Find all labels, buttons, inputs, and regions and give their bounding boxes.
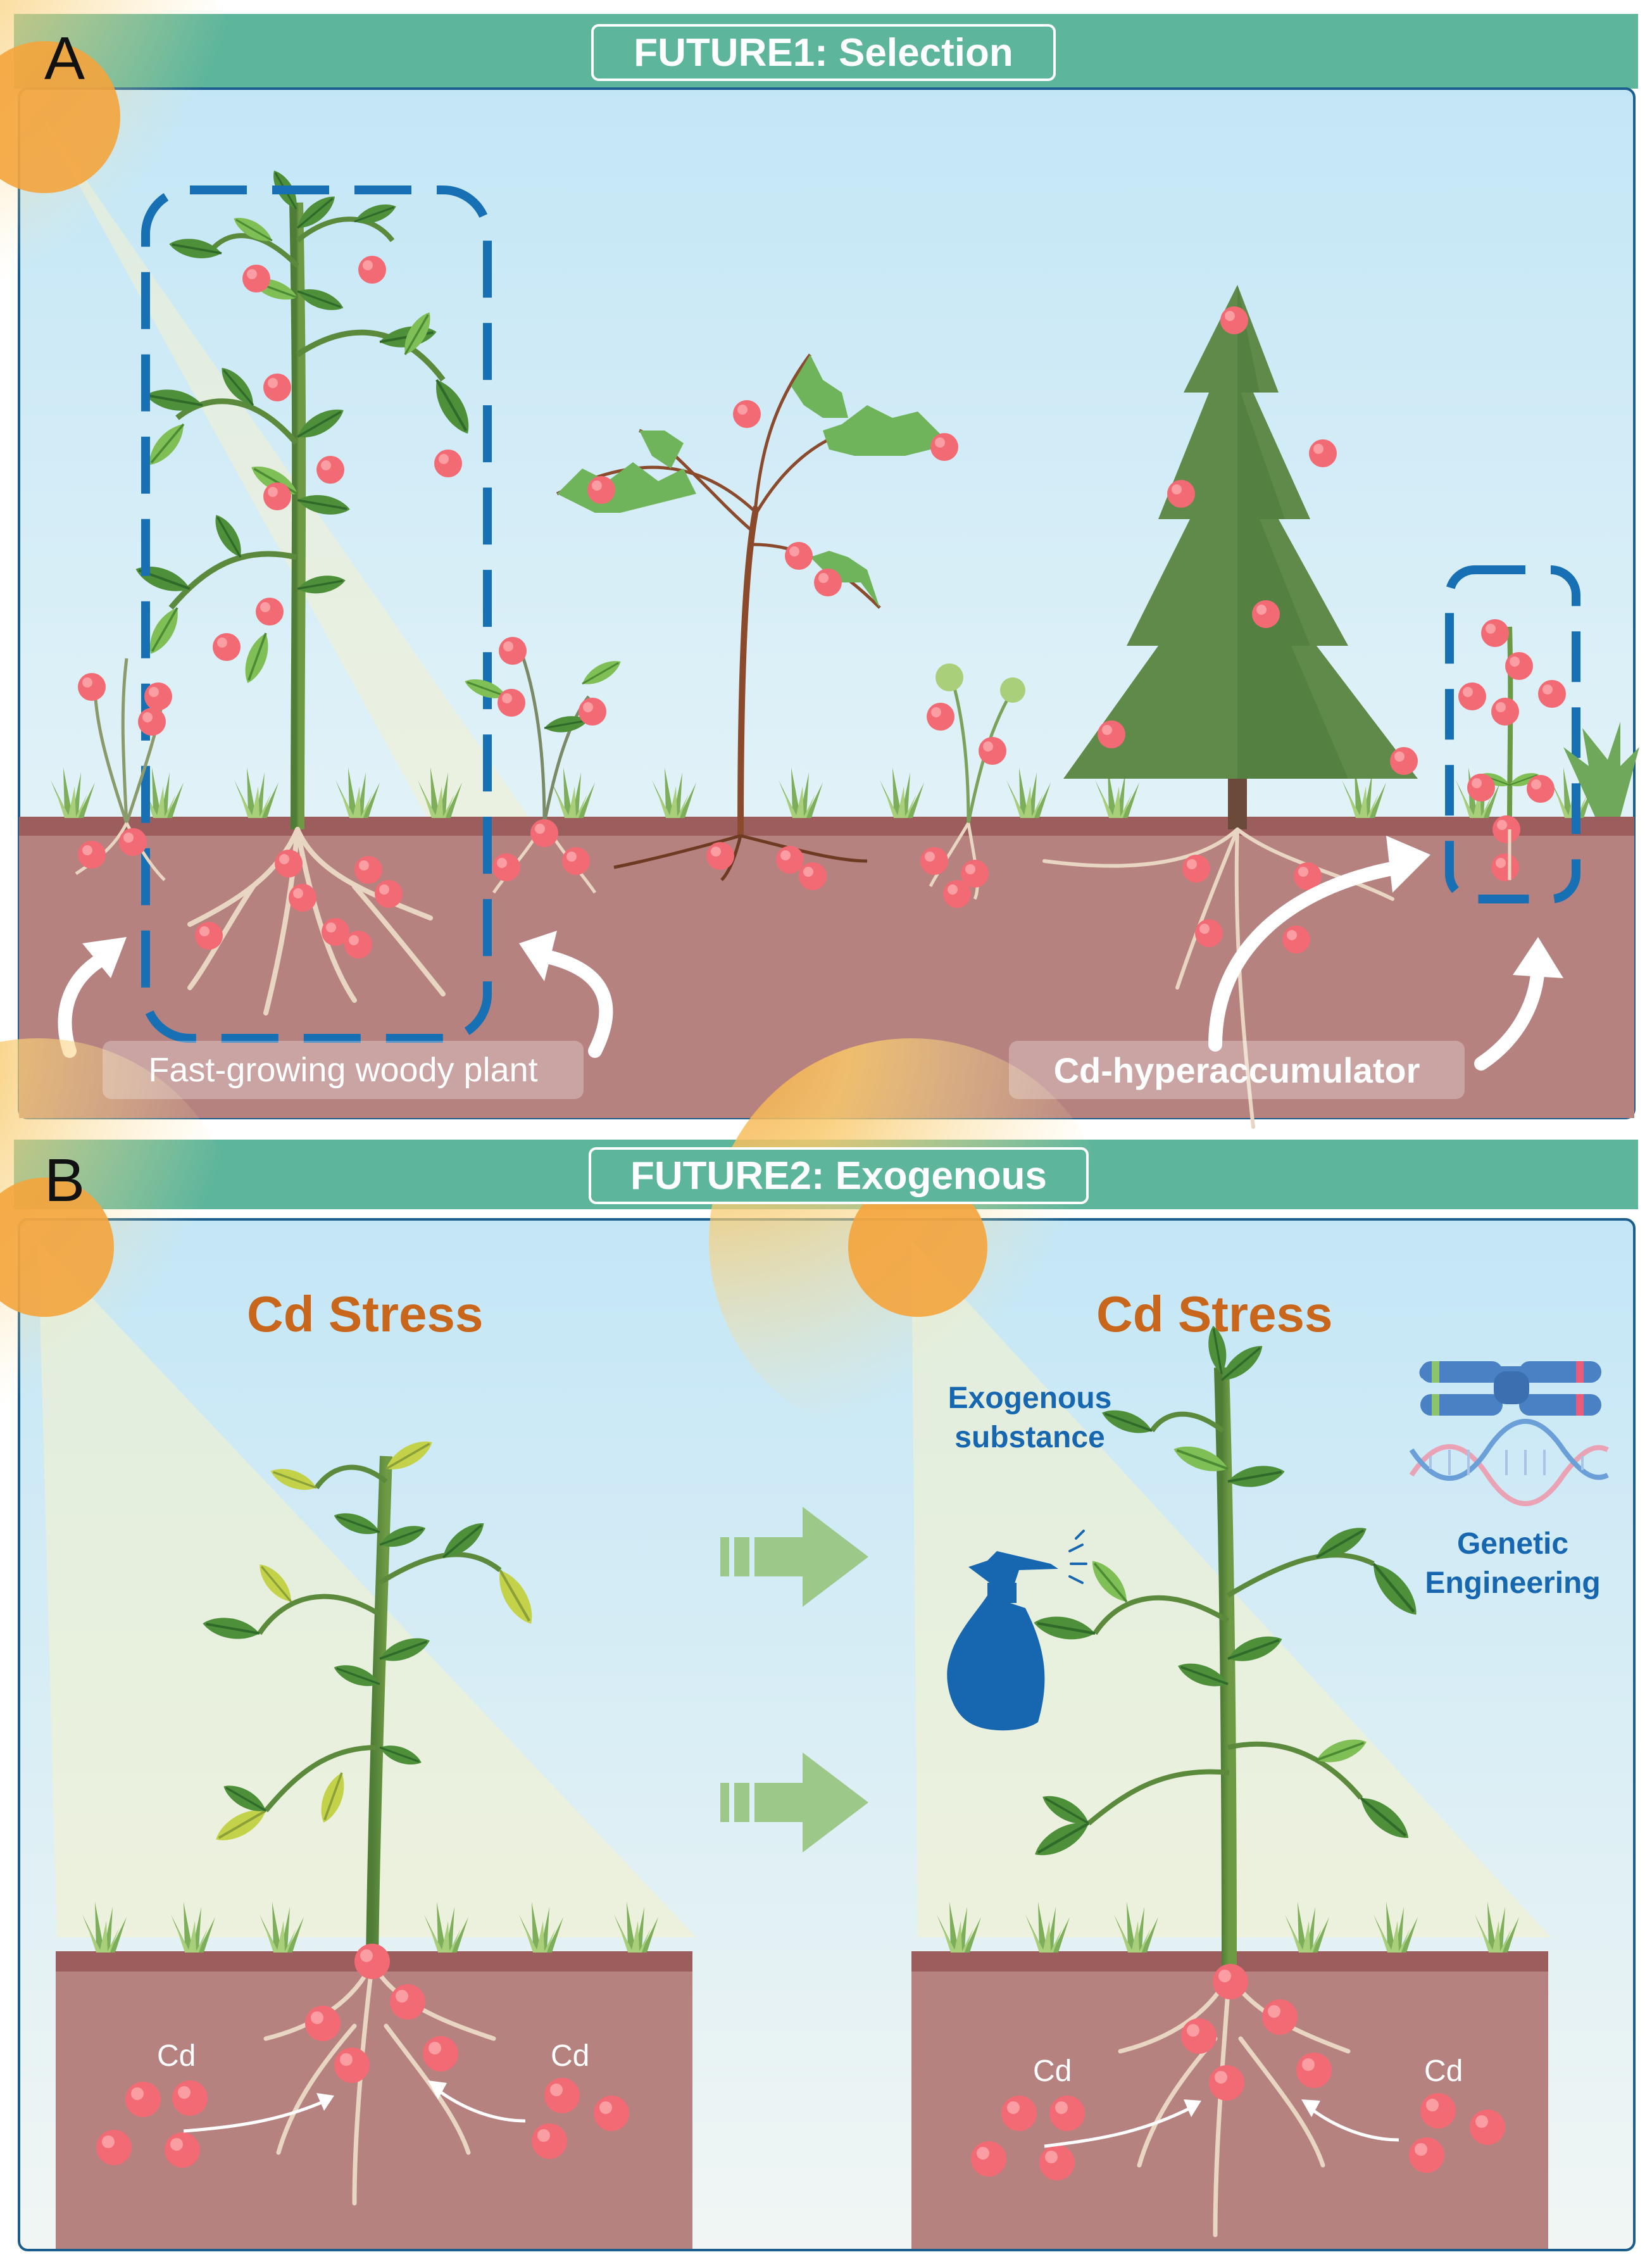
cd-label-left-2: Cd	[551, 2039, 590, 2073]
small-shrub-middle	[461, 637, 626, 894]
caption-hyperaccumulator: Cd-hyperaccumulator	[1009, 1041, 1465, 1099]
exogenous-substance-label: Exogenous substance	[948, 1381, 1112, 1455]
stressed-plant	[199, 1433, 541, 1963]
soil-left	[56, 1951, 692, 2249]
small-shrub-left	[75, 658, 172, 881]
panel-a-title: FUTURE1: Selection	[591, 24, 1056, 81]
treated-plant	[1030, 1323, 1425, 1970]
green-arrow-bottom	[720, 1752, 868, 1852]
cd-stress-left: Cd Stress	[247, 1286, 484, 1342]
uptake-arrows	[183, 2087, 1399, 2148]
cd-label-right-1: Cd	[1033, 2054, 1072, 2088]
fern-tree	[556, 353, 958, 890]
selection-box-woody	[141, 186, 492, 1043]
chromosome-icon	[1419, 1361, 1601, 1416]
sun-icon	[0, 1038, 696, 1937]
genetic-engineering-label: Genetic Engineering	[1425, 1527, 1601, 1601]
curved-arrows	[58, 860, 1545, 1071]
dna-helix-icon	[1409, 1419, 1609, 1506]
cd-label-right-2: Cd	[1424, 2054, 1463, 2088]
cd-hyperaccumulator-plant	[1458, 619, 1566, 881]
spray-bottle-icon	[947, 1530, 1087, 1731]
green-arrow-top	[720, 1507, 868, 1607]
panel-b-title: FUTURE2: Exogenous	[589, 1147, 1089, 1204]
small-flower-plant	[920, 663, 1025, 908]
panel-b-letter: B	[44, 1147, 85, 1214]
cd-label-left-1: Cd	[157, 2039, 196, 2073]
fast-growing-woody-plant	[131, 165, 477, 1016]
cd-stress-right: Cd Stress	[1096, 1286, 1333, 1342]
selection-box-hyperaccumulator	[1445, 565, 1580, 903]
panel-a-letter: A	[44, 25, 85, 92]
caption-woody: Fast-growing woody plant	[103, 1041, 584, 1099]
